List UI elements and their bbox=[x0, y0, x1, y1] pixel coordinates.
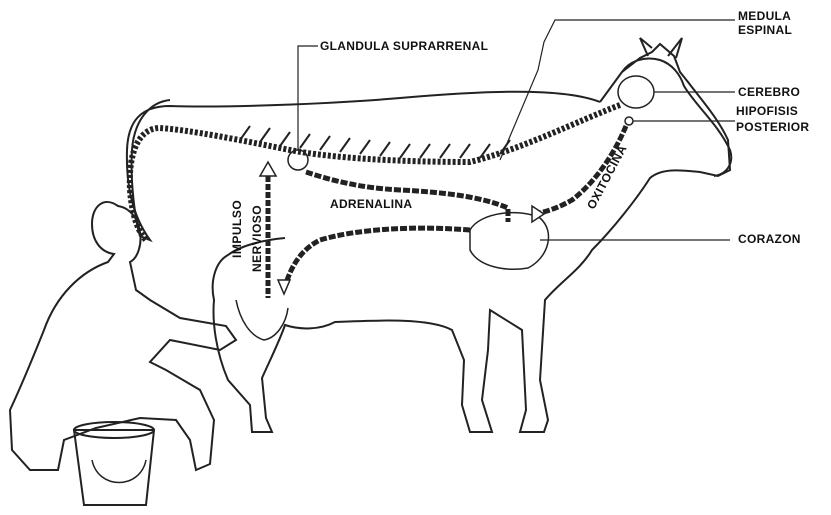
brain-shape bbox=[618, 76, 654, 108]
nerve-arrowhead bbox=[260, 162, 276, 176]
cow-outline bbox=[127, 44, 730, 432]
label-adrenalina: ADRENALINA bbox=[330, 198, 412, 211]
label-corazon: CORAZON bbox=[738, 233, 801, 246]
label-medula: MEDULA bbox=[738, 10, 791, 23]
label-glandula-suprarrenal: GLANDULA SUPRARRENAL bbox=[320, 40, 488, 53]
bucket-shape bbox=[74, 430, 154, 505]
spinal-cord bbox=[130, 105, 620, 240]
label-posterior: POSTERIOR bbox=[736, 121, 809, 134]
label-cerebro: CEREBRO bbox=[738, 86, 800, 99]
label-nervioso: NERVIOSO bbox=[250, 205, 264, 272]
udder-shape bbox=[236, 300, 288, 340]
bucket-handle bbox=[92, 460, 146, 483]
label-hipofisis: HIPOFISIS bbox=[736, 105, 798, 118]
udder-arrowhead bbox=[278, 280, 290, 294]
udder-blood-path bbox=[284, 228, 470, 290]
pituitary-shape bbox=[625, 117, 633, 125]
vertebrae bbox=[240, 126, 510, 158]
label-espinal: ESPINAL bbox=[738, 24, 792, 37]
label-impulso: IMPULSO bbox=[230, 200, 244, 258]
